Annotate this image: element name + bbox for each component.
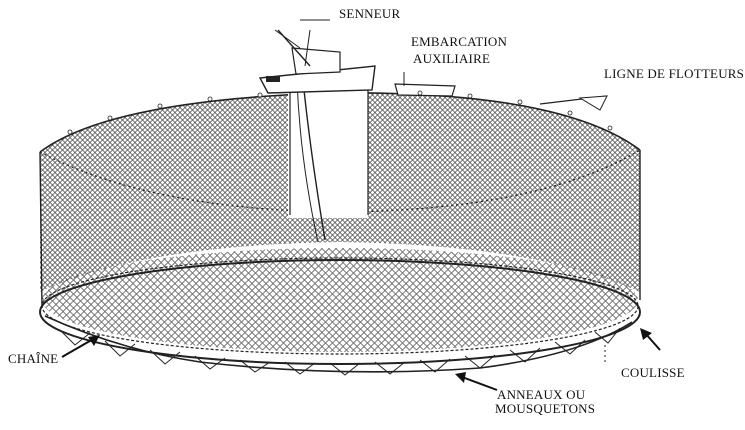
label-anneaux: ANNEAUX OU bbox=[497, 387, 586, 402]
net-lift-shaft bbox=[288, 88, 368, 218]
arrow-chaine bbox=[61, 335, 100, 358]
purse-line bbox=[302, 79, 326, 241]
label-chaine: CHAÎNE bbox=[8, 351, 59, 366]
label-coulisse: COULISSE bbox=[621, 365, 685, 380]
purse-line-2 bbox=[296, 79, 319, 243]
floats bbox=[67, 90, 613, 135]
arrow-anneaux bbox=[455, 372, 498, 391]
rings-bridles bbox=[59, 327, 621, 376]
label-senneur: SENNEUR bbox=[339, 6, 401, 21]
arrow-coulisse bbox=[640, 328, 661, 351]
label-embarcation: EMBARCATION bbox=[411, 34, 508, 49]
label-auxiliaire: AUXILIAIRE bbox=[413, 51, 491, 66]
label-mousquetons: MOUSQUETONS bbox=[495, 401, 596, 416]
seiner-vessel bbox=[258, 19, 376, 94]
chain-ring-outer bbox=[39, 259, 641, 365]
float-line-pointer-flag bbox=[578, 95, 608, 111]
purse-line-bottom bbox=[44, 315, 633, 373]
label-ligne-de-flotteurs: LIGNE DE FLOTTEURS bbox=[604, 66, 745, 81]
chain-ring-inner bbox=[41, 257, 639, 355]
auxiliary-boat bbox=[394, 72, 456, 97]
net-left-edge bbox=[39, 151, 43, 309]
net-bottom bbox=[42, 248, 638, 352]
